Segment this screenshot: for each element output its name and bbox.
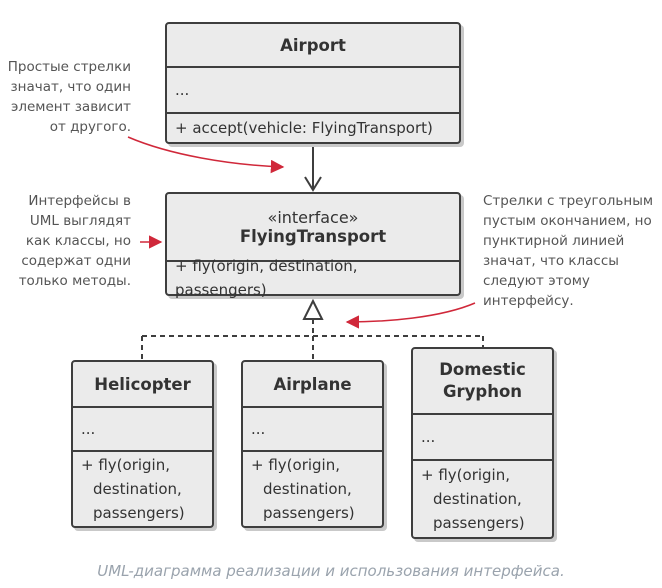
method-line: destination, [93,480,182,498]
note-line: от другого. [49,119,131,135]
method-line: + fly(origin, [251,456,340,474]
note-line: как классы, но [25,233,131,249]
diagram-caption: UML-диаграмма реализации и использования… [97,562,565,580]
method-line: passengers) [433,514,525,532]
note-line: значат, что классы [483,253,619,269]
note-line: Интерфейсы в [28,193,131,209]
note-line: пунктирной линией [483,233,625,249]
note-line: UML выглядят [29,213,131,229]
class-gryphon-name: Domestic Gryphon [413,349,552,413]
method-line: + fly(origin, [81,456,170,474]
note-line: следуют этому [483,273,590,289]
method-line: passengers) [263,504,355,522]
class-gryphon-name-line: Gryphon [442,382,523,401]
note-line: содержат одни [21,253,131,269]
class-helicopter: Helicopter ... + fly(origin, destination… [71,360,214,528]
class-helicopter-name: Helicopter [94,374,191,394]
dependency-arrowhead [304,176,322,192]
note-line: Простые стрелки [7,59,131,75]
uml-diagram: Airport ... + accept(vehicle: FlyingTran… [0,22,661,539]
class-airplane-methods: + fly(origin, destination, passengers) [243,450,382,526]
note-line: пустым окончанием, но [483,213,652,229]
class-domestic-gryphon: Domestic Gryphon ... + fly(origin, desti… [411,347,554,539]
interface-flying-transport: «interface» FlyingTransport + fly(origin… [165,192,461,299]
class-airport-fields: ... [167,66,459,112]
class-airplane: Airplane ... + fly(origin, destination, … [241,360,384,528]
note-arrow-triangle [345,302,476,329]
method-line: + fly(origin, [421,466,510,484]
interface-name: FlyingTransport [239,227,387,246]
note-interfaces: Интерфейсы в UML выглядят как классы, но… [0,191,131,291]
note-line: только методы. [18,273,131,289]
interface-header: «interface» FlyingTransport [167,194,459,260]
note-line: значат, что один [10,79,131,95]
class-helicopter-fields: ... [73,406,212,450]
interface-stereotype: «interface» [267,208,359,227]
method-line: destination, [433,490,522,508]
class-helicopter-methods: + fly(origin, destination, passengers) [73,450,212,526]
note-line: элемент зависит [10,99,131,115]
method-line: passengers) [93,504,185,522]
class-airport: Airport ... + accept(vehicle: FlyingTran… [165,22,461,144]
note-line: интерфейсу. [483,293,574,309]
method-line: destination, [263,480,352,498]
class-gryphon-fields: ... [413,413,552,459]
class-gryphon-name-line: Domestic [439,360,526,379]
note-simple-arrows: Простые стрелки значат, что один элемент… [0,57,131,137]
interface-methods: + fly(origin, destination, passengers) [167,257,459,299]
connectors [127,136,484,360]
class-airplane-fields: ... [243,406,382,450]
class-gryphon-methods: + fly(origin, destination, passengers) [413,459,552,537]
realization-triangle [302,298,324,320]
note-line: Стрелки с треугольным [483,193,654,209]
class-airplane-name: Airplane [273,374,352,394]
class-airport-name: Airport [280,35,346,55]
note-triangle-arrows: Стрелки с треугольным пустым окончанием,… [483,191,661,311]
note-arrow-simple [127,136,285,174]
class-airport-methods: + accept(vehicle: FlyingTransport) [167,112,459,142]
